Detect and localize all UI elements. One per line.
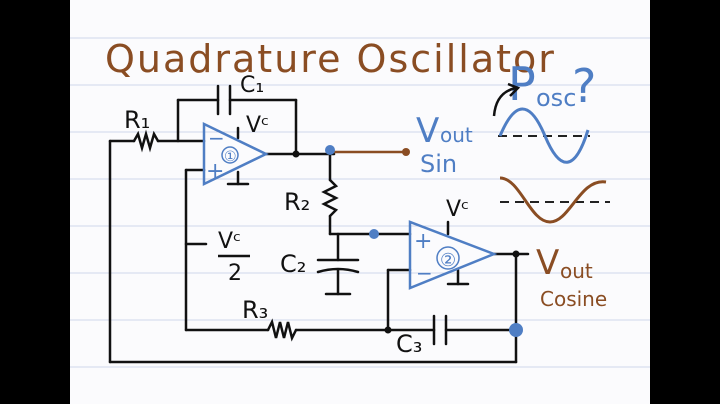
opamp2-plus: + [414, 229, 432, 254]
node-junction-3 [384, 326, 392, 334]
vout-cos-sub: out [560, 259, 593, 283]
vout-sin-label: V out Sin [416, 111, 473, 178]
vout-cos-name: Cosine [540, 287, 607, 311]
opamp2-minus: − [416, 261, 433, 285]
opamp-2 [408, 220, 498, 290]
r1-label: R₁ [124, 106, 150, 134]
oscillation-question: P osc ? [508, 57, 596, 113]
cosine-waveform [499, 176, 610, 224]
ruled-lines [70, 37, 650, 368]
sine-waveform [498, 107, 590, 164]
vout-cos-v: V [536, 243, 559, 283]
opamp1-plus: + [206, 159, 224, 184]
vout-sin-v: V [416, 111, 439, 151]
node-junction-2 [512, 250, 520, 258]
node-sin [325, 145, 335, 155]
vout-sin-name: Sin [420, 150, 457, 178]
c3-label: C₃ [396, 330, 422, 358]
circuit-wires [108, 84, 530, 364]
vc-half-denominator: 2 [228, 261, 242, 286]
node-cos [509, 323, 523, 337]
notebook-page: Quadrature Oscillator P osc ? [70, 0, 650, 404]
opamp2-number: ② [440, 250, 456, 271]
vout-cos-label: V out Cosine [536, 243, 607, 311]
p-symbol: P [508, 57, 536, 111]
c1-label: C₁ [240, 73, 264, 98]
opamp-1 [202, 122, 269, 186]
node-c2 [369, 229, 379, 239]
opamp1-minus: − [208, 126, 225, 150]
c2-label: C₂ [280, 250, 306, 278]
sin-output-terminal [402, 148, 410, 156]
vout-sin-sub: out [440, 123, 473, 147]
r3-label: R₃ [242, 296, 268, 324]
vc-top-label: Vᶜ [246, 113, 269, 138]
curved-arrow [492, 86, 517, 117]
opamp1-number: ① [224, 149, 237, 165]
question-mark: ? [572, 59, 596, 113]
vc-half-numerator: Vᶜ [218, 229, 241, 254]
diagram-title: Quadrature Oscillator [105, 37, 556, 81]
vc-right-label: Vᶜ [446, 197, 469, 222]
osc-subscript: osc [536, 84, 576, 112]
r2-label: R₂ [284, 188, 310, 216]
node-junction-1 [292, 150, 300, 158]
circuit-diagram: Quadrature Oscillator P osc ? [70, 37, 650, 368]
